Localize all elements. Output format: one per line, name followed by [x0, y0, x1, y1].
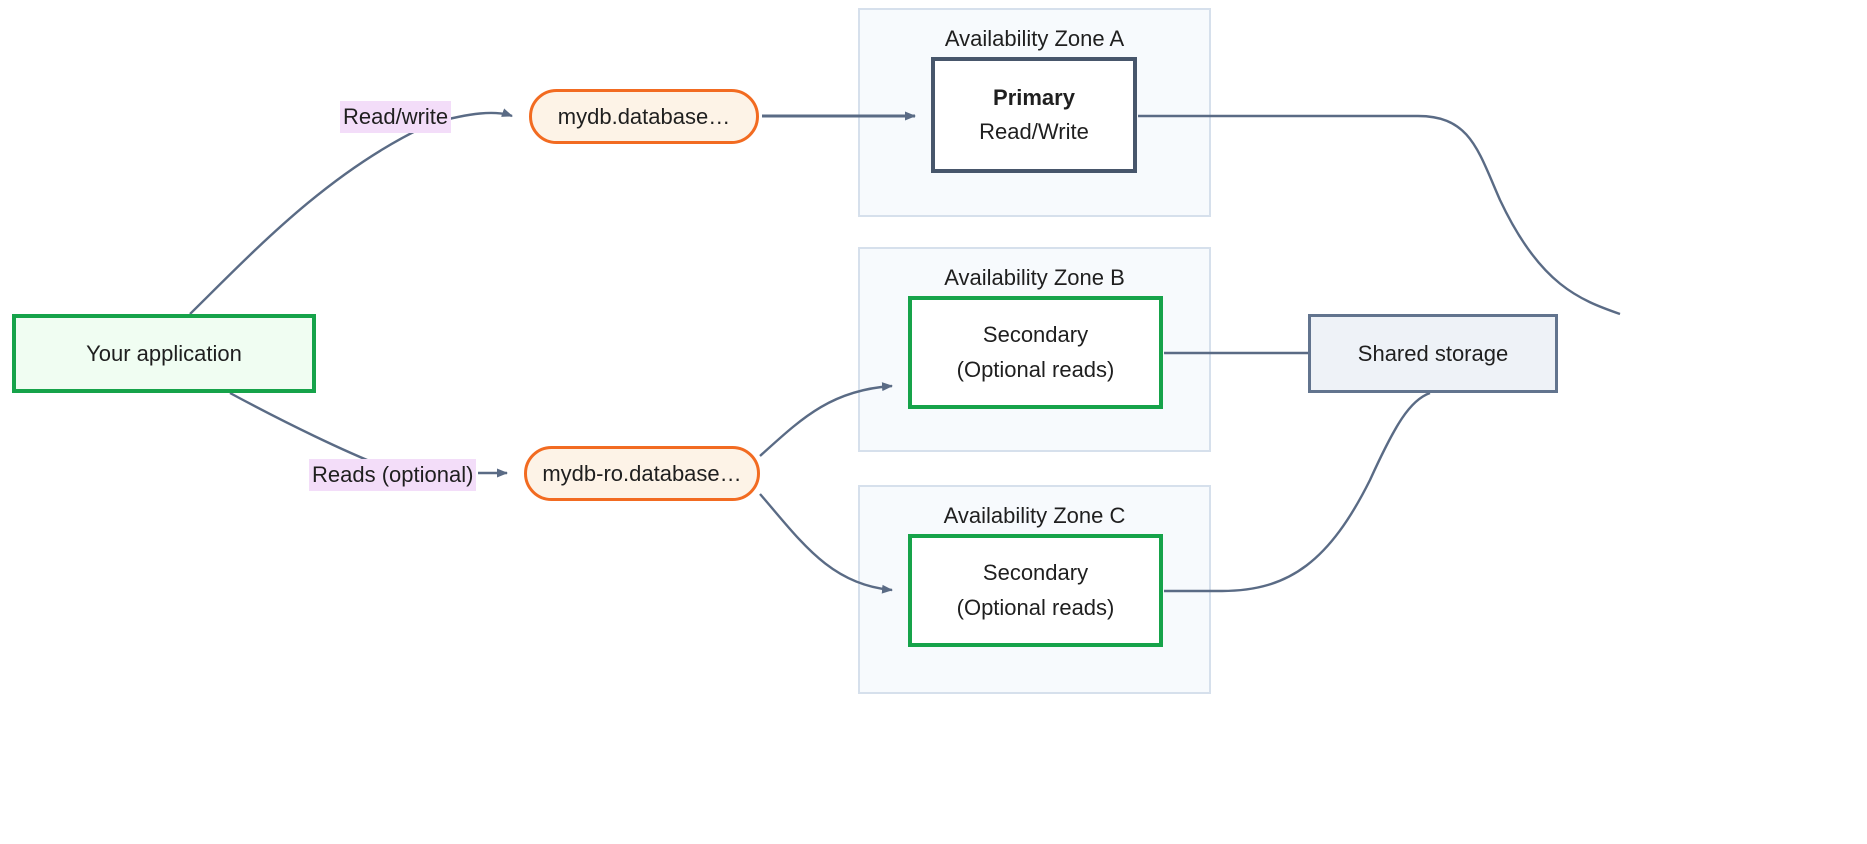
zone-b-title: Availability Zone B	[944, 265, 1125, 290]
secondary-instance-c-node[interactable]: Secondary (Optional reads)	[908, 534, 1163, 647]
edge-label-reads-optional: Reads (optional)	[309, 459, 477, 491]
primary-instance-node[interactable]: Primary Read/Write	[931, 57, 1137, 173]
writer-endpoint-node[interactable]: mydb.database…	[529, 89, 759, 144]
edge-app-to-writer-endpoint-curve	[189, 122, 431, 315]
secondary-b-title: Secondary	[982, 322, 1089, 348]
your-application-label: Your application	[86, 340, 242, 366]
edge-label-read-write: Read/write	[340, 101, 452, 133]
primary-instance-title: Primary	[993, 84, 1075, 110]
zone-a-title: Availability Zone A	[944, 26, 1125, 51]
secondary-c-subtitle: (Optional reads)	[956, 594, 1115, 620]
primary-instance-subtitle: Read/Write	[979, 119, 1089, 144]
reader-endpoint-node[interactable]: mydb-ro.database…	[524, 446, 760, 501]
shared-storage-label: Shared storage	[1357, 340, 1509, 366]
secondary-b-subtitle: (Optional reads)	[956, 356, 1115, 382]
zone-c-title: Availability Zone C	[943, 503, 1126, 528]
availability-zone-a-container: Availability Zone A	[858, 8, 1211, 217]
shared-storage-node[interactable]: Shared storage	[1308, 314, 1558, 393]
secondary-c-title: Secondary	[982, 560, 1089, 586]
your-application-node[interactable]: Your application	[12, 314, 316, 393]
writer-endpoint-label: mydb.database…	[557, 103, 731, 129]
reader-endpoint-label: mydb-ro.database…	[542, 460, 742, 486]
secondary-instance-b-node[interactable]: Secondary (Optional reads)	[908, 296, 1163, 409]
